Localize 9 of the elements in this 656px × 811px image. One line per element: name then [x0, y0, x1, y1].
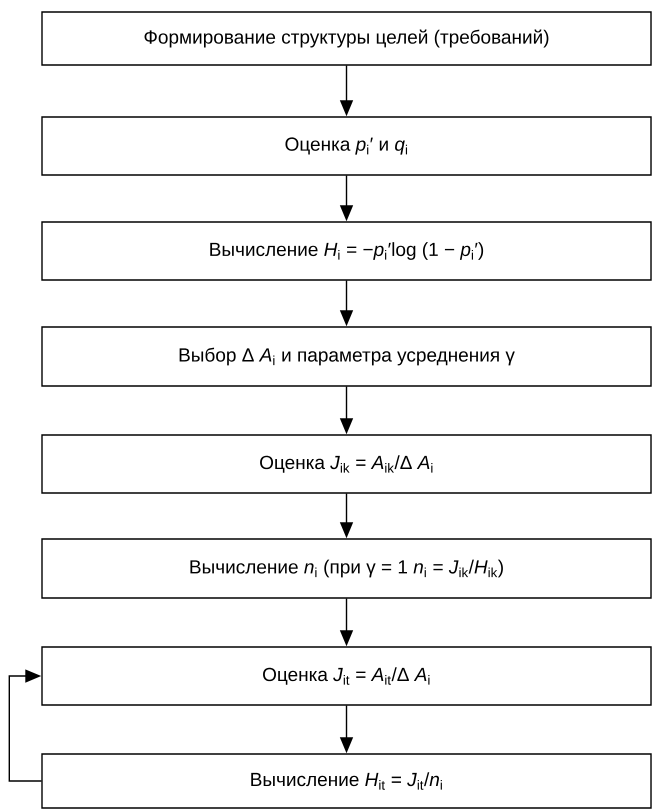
process-box: Формирование структуры целей (требований) — [41, 11, 652, 66]
process-box: Вычисление n$_{i}$ (при γ = 1 n$_{i}$ = J$_{ik}$/H$_{ik}$) — [41, 538, 652, 599]
process-box: Оценка p$_{i}$′ и q$_{i}$ — [41, 116, 652, 176]
process-box: Вычисление H$_{i}$ = −p$_{i}$′log (1 − p$_{i}$′) — [41, 221, 652, 281]
process-box: Вычисление H$_{it}$ = J$_{it}$/n$_{i}$ — [41, 753, 652, 809]
process-box: Выбор Δ A$_{i}$ и параметра усреднения γ — [41, 326, 652, 387]
arrow — [8, 669, 42, 782]
process-box: Оценка J$_{ik}$ = A$_{ik}$/Δ A$_{i}$ — [41, 434, 652, 494]
process-box: Оценка J$_{it}$ = A$_{it}$/Δ A$_{i}$ — [41, 646, 652, 706]
